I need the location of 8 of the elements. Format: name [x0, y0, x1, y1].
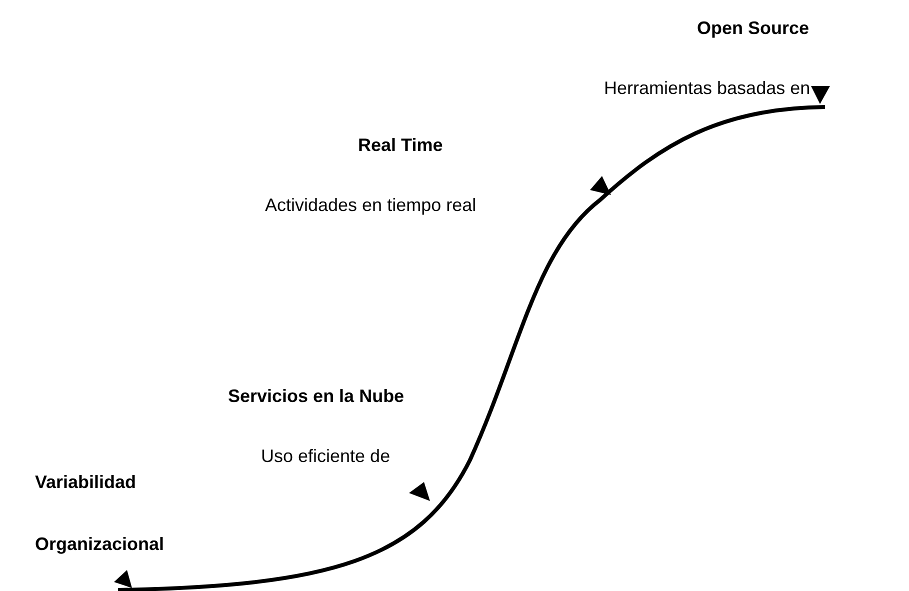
heading-text: Open Source [697, 17, 810, 39]
heading-text: Organizacional [35, 533, 164, 555]
heading-text: Variabilidad [35, 471, 136, 493]
description-text: Herramientas basadas en [604, 77, 810, 99]
heading-text: Real Time [358, 134, 443, 156]
description-text: Actividades en tiempo real [265, 194, 476, 216]
description-text: Uso eficiente de [261, 445, 390, 467]
heading-text: Servicios en la Nube [228, 385, 404, 407]
